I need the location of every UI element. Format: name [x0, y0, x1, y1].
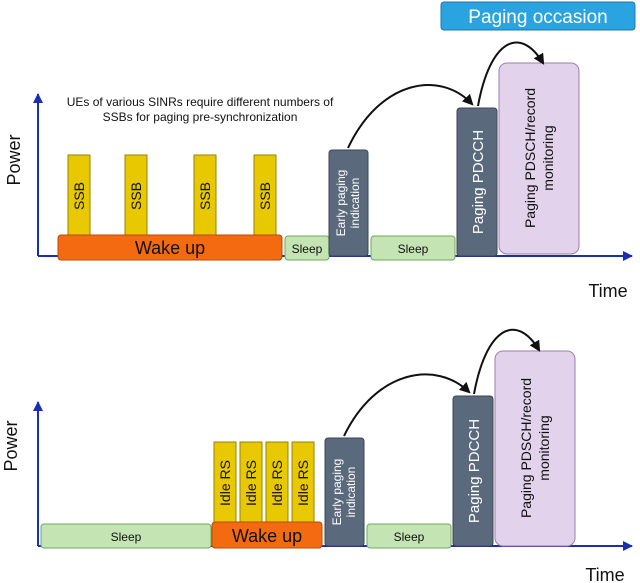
top-paging-pdsch-block [498, 62, 580, 255]
bottom-idle-rs-bar: Idle RS [239, 441, 263, 525]
top-early-paging-line2: indication [348, 178, 362, 229]
bottom-idle-rs-bar: Idle RS [213, 441, 237, 525]
bottom-paging-pdcch-block [452, 395, 494, 547]
bottom-paging-pdsch-line1: Paging PDSCH/record [518, 378, 534, 518]
top-paging-pdsch-line1: Paging PDSCH/record [522, 88, 538, 228]
bottom-idle-rs-bar: Idle RS [291, 441, 315, 525]
top-ssb-bar: SSB [253, 154, 277, 238]
top-time-label: Time [588, 281, 627, 301]
bottom-diagram: Power Time Sleep Idle RS Idle RS Idle RS… [1, 328, 633, 583]
bottom-arrow-early-to-pdcch [343, 373, 471, 437]
bottom-idle-rs-bar: Idle RS [265, 441, 289, 525]
bottom-wake-up-label: Wake up [232, 526, 302, 546]
bottom-wake-up-block [211, 521, 323, 549]
idle-rs-label: Idle RS [295, 460, 311, 506]
ssb-label: SSB [128, 182, 144, 210]
top-arrow-early-to-pdcch [347, 84, 474, 149]
top-annotation-line1: UEs of various SINRs require different n… [67, 95, 334, 109]
ssb-label: SSB [71, 182, 87, 210]
bottom-paging-pdcch-label: Paging PDCCH [466, 419, 483, 523]
top-ssb-bar: SSB [124, 154, 148, 238]
top-wake-up-label: Wake up [135, 238, 205, 258]
top-ssb-bar: SSB [193, 154, 217, 238]
bottom-time-label: Time [585, 565, 624, 583]
top-annotation-line2: SSBs for paging pre-synchronization [103, 110, 298, 124]
idle-rs-label: Idle RS [269, 460, 285, 506]
top-sleep-mid-label: Sleep [398, 242, 429, 256]
bottom-arrow-pdcch-to-pdsch [473, 328, 541, 395]
idle-rs-label: Idle RS [243, 460, 259, 506]
top-diagram: Paging occasion UEs of various SINRs req… [4, 1, 636, 301]
bottom-sleep-mid-label: Sleep [394, 530, 425, 544]
top-paging-pdsch-line2: monitoring [540, 125, 556, 190]
top-arrow-pdcch-to-pdsch [477, 41, 545, 107]
bottom-power-label: Power [1, 420, 21, 471]
bottom-paging-pdsch-block [494, 350, 576, 547]
paging-occasion-label: Paging occasion [468, 7, 607, 28]
bottom-paging-pdsch-line2: monitoring [536, 415, 552, 480]
top-power-label: Power [4, 134, 24, 185]
top-early-paging-line1: Early paging [334, 170, 348, 237]
bottom-sleep-long-block [40, 523, 212, 549]
bottom-early-paging-block [324, 437, 365, 547]
paging-occasion-box [440, 1, 636, 31]
top-ssb-bar: SSB [67, 154, 91, 238]
top-early-paging-block [328, 149, 369, 257]
bottom-sleep-long-label: Sleep [111, 530, 142, 544]
bottom-sleep-mid-block [366, 523, 452, 549]
top-paging-pdcch-block [456, 107, 498, 257]
top-wake-up-block [57, 234, 283, 261]
top-sleep-short-label: Sleep [292, 242, 323, 256]
bottom-early-paging-line1: Early paging [330, 459, 344, 526]
idle-rs-label: Idle RS [217, 460, 233, 506]
top-sleep-mid-block [370, 235, 456, 261]
ssb-label: SSB [197, 182, 213, 210]
ssb-label: SSB [257, 182, 273, 210]
bottom-early-paging-line2: indication [344, 467, 358, 518]
top-paging-pdcch-label: Paging PDCCH [470, 130, 487, 234]
